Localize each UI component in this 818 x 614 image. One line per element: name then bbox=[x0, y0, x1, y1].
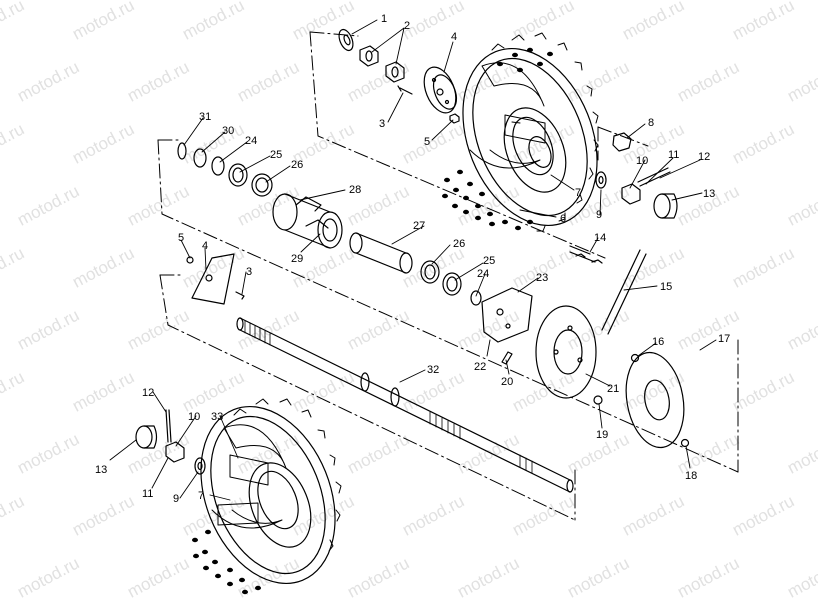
spacer-tube-27 bbox=[349, 232, 413, 274]
callout-13: 13 bbox=[703, 188, 715, 200]
callout-33: 33 bbox=[211, 411, 223, 423]
callout-26b: 26 bbox=[453, 238, 465, 250]
bearing-housing-group bbox=[177, 142, 603, 306]
callout-22: 22 bbox=[474, 361, 486, 373]
callout-32: 32 bbox=[427, 364, 439, 376]
drive-chain-15 bbox=[601, 249, 647, 335]
nut-2a bbox=[359, 45, 379, 67]
callout-4b: 4 bbox=[202, 240, 208, 252]
sprocket-hub-22 bbox=[481, 287, 533, 343]
callout-6: 6 bbox=[560, 213, 566, 225]
upper-tire-cutaway bbox=[469, 62, 546, 169]
callout-20: 20 bbox=[501, 376, 513, 388]
washer-9b bbox=[194, 457, 206, 475]
lower-tire-tread-holes bbox=[192, 529, 261, 595]
brake-disc-17 bbox=[625, 351, 685, 449]
callout-1: 1 bbox=[381, 13, 387, 25]
callout-26: 26 bbox=[291, 159, 303, 171]
callout-18: 18 bbox=[685, 470, 697, 482]
callout-8: 8 bbox=[648, 117, 654, 129]
callout-25b: 25 bbox=[483, 255, 495, 267]
callout-10b: 10 bbox=[188, 411, 200, 423]
callout-5: 5 bbox=[424, 136, 430, 148]
callout-19: 19 bbox=[596, 429, 608, 441]
callout-30: 30 bbox=[222, 125, 234, 137]
upper-hub bbox=[423, 66, 458, 114]
brake-bracket-4 bbox=[191, 253, 235, 305]
sprocket-21 bbox=[535, 305, 597, 399]
callout-9: 9 bbox=[596, 209, 602, 221]
callout-31: 31 bbox=[199, 111, 211, 123]
callout-7: 7 bbox=[575, 187, 581, 199]
callout-24: 24 bbox=[245, 135, 257, 147]
hub-cap-13a bbox=[653, 193, 678, 219]
upper-tire-tread-holes bbox=[442, 47, 553, 231]
castle-nut-10b bbox=[165, 441, 185, 463]
rear-axle-shaft-32 bbox=[236, 317, 574, 493]
callout-13b: 13 bbox=[95, 464, 107, 476]
callout-2: 2 bbox=[404, 20, 410, 32]
bearing-carrier-28 bbox=[272, 193, 343, 249]
lower-tire-cutaway bbox=[211, 424, 287, 529]
callout-3b: 3 bbox=[246, 266, 252, 278]
callout-3: 3 bbox=[379, 118, 385, 130]
hub-cap-13b bbox=[135, 425, 158, 449]
callout-23: 23 bbox=[536, 272, 548, 284]
callout-11b: 11 bbox=[142, 488, 153, 500]
washer-9a bbox=[595, 171, 607, 189]
brake-sprocket-group bbox=[186, 249, 690, 449]
callout-10: 10 bbox=[636, 155, 648, 167]
callout-16: 16 bbox=[652, 336, 664, 348]
bolt-3a bbox=[397, 85, 413, 95]
callout-14: 14 bbox=[594, 232, 606, 244]
callout-7b: 7 bbox=[198, 490, 204, 502]
callout-27: 27 bbox=[413, 220, 425, 232]
callout-29: 29 bbox=[291, 253, 303, 265]
callout-24b: 24 bbox=[477, 268, 489, 280]
callout-28: 28 bbox=[349, 184, 361, 196]
frame-lines bbox=[157, 31, 739, 521]
callout-17: 17 bbox=[718, 333, 730, 345]
washer-1 bbox=[338, 28, 354, 52]
upper-tire bbox=[442, 32, 599, 232]
callout-9b: 9 bbox=[173, 493, 179, 505]
nut-2b bbox=[385, 61, 405, 83]
leader-lines bbox=[109, 19, 717, 501]
callout-11: 11 bbox=[668, 149, 679, 161]
lower-wheel-group bbox=[135, 398, 342, 595]
callout-12b: 12 bbox=[142, 387, 154, 399]
callout-25: 25 bbox=[270, 149, 282, 161]
callout-12: 12 bbox=[698, 151, 710, 163]
callout-21: 21 bbox=[607, 383, 619, 395]
callout-5b: 5 bbox=[178, 232, 184, 244]
axle-nut-8 bbox=[612, 132, 632, 152]
cotter-pin-12a bbox=[637, 167, 671, 187]
callout-15: 15 bbox=[660, 281, 672, 293]
upper-wheel-group bbox=[338, 28, 678, 232]
cotter-pin-12b bbox=[165, 409, 172, 443]
callout-4: 4 bbox=[451, 31, 457, 43]
nut-5a bbox=[449, 113, 460, 124]
callout-labels: 1 2 4 3 5 8 10 11 12 7 9 13 6 31 30 24 2… bbox=[95, 13, 730, 505]
